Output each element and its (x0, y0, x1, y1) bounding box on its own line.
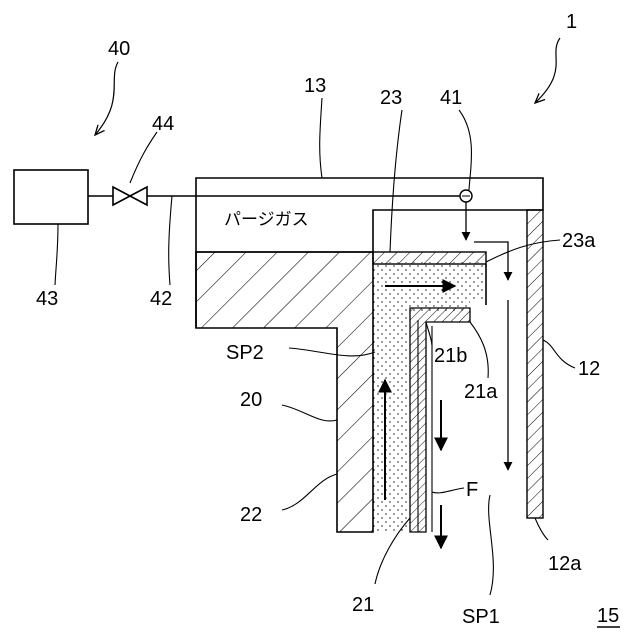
label-23: 23 (380, 87, 402, 109)
label-12a: 12a (548, 553, 582, 575)
label-sp2: SP2 (226, 342, 264, 364)
label-21b: 21b (434, 345, 467, 367)
label-sp1: SP1 (462, 606, 500, 628)
label-20: 20 (240, 389, 262, 411)
block-20 (196, 252, 373, 532)
label-41: 41 (440, 87, 462, 109)
label-44: 44 (152, 113, 174, 135)
label-42: 42 (150, 288, 172, 310)
label-21: 21 (352, 594, 374, 616)
label-1: 1 (566, 11, 577, 33)
label-22: 22 (240, 504, 262, 526)
label-43: 43 (36, 288, 58, 310)
label-21a: 21a (464, 381, 498, 403)
nozzle-41 (460, 190, 472, 202)
label-15: 15 (597, 605, 619, 627)
wall-12 (527, 210, 543, 518)
label-23a: 23a (562, 230, 596, 252)
label-40: 40 (108, 38, 130, 60)
label-12: 12 (578, 358, 600, 380)
label-purge-gas: パージガス (224, 210, 309, 230)
valve-icon (113, 187, 147, 205)
box-43 (14, 170, 88, 224)
label-F: F (466, 479, 478, 501)
label-13: 13 (304, 75, 326, 97)
